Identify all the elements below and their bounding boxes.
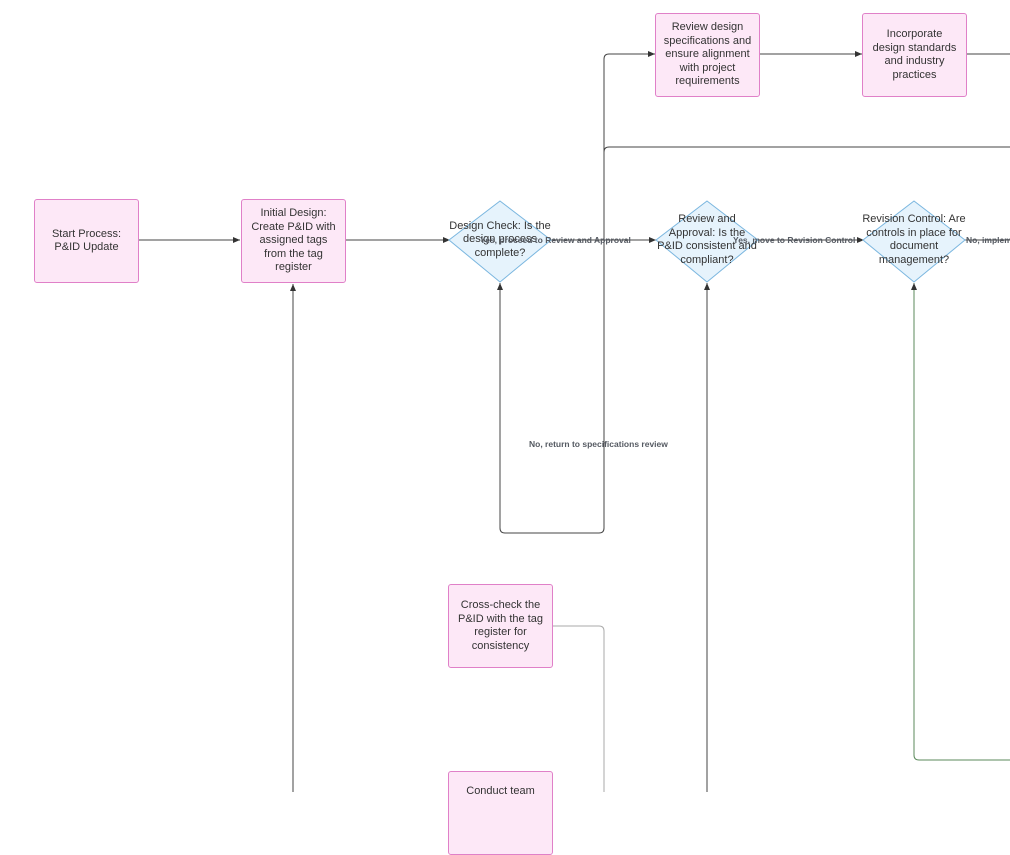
cross-check-node[interactable]: Cross-check the P&ID with the tag regist… (448, 584, 553, 668)
decision-review-approval-shape[interactable] (655, 200, 759, 283)
incorporate-standards-node[interactable]: Incorporate design standards and industr… (862, 13, 967, 97)
incorporate-standards-label: Incorporate design standards and industr… (872, 28, 957, 81)
initial-design-node[interactable]: Initial Design: Create P&ID with assigne… (241, 199, 346, 283)
start-process-label: Start Process: P&ID Update (51, 227, 122, 254)
conduct-team-node[interactable]: Conduct team (448, 771, 553, 855)
start-process-node[interactable]: Start Process: P&ID Update (34, 199, 139, 283)
connector-to-review-specs (603, 51, 655, 148)
review-specs-node[interactable]: Review design specifications and ensure … (655, 13, 760, 97)
connector-cross-check-out (553, 625, 605, 792)
connector-up-to-revision (911, 283, 1010, 761)
diagram-canvas (138, 51, 1010, 792)
cross-check-label: Cross-check the P&ID with the tag regist… (458, 599, 543, 652)
connector-no-return-loop (497, 150, 605, 534)
review-specs-label: Review design specifications and ensure … (663, 21, 752, 88)
decision-design-check-shape[interactable] (448, 200, 552, 283)
initial-design-label: Initial Design: Create P&ID with assigne… (251, 207, 336, 274)
connector-top-return (603, 146, 1010, 153)
decision-revision-control-shape[interactable] (862, 200, 966, 283)
